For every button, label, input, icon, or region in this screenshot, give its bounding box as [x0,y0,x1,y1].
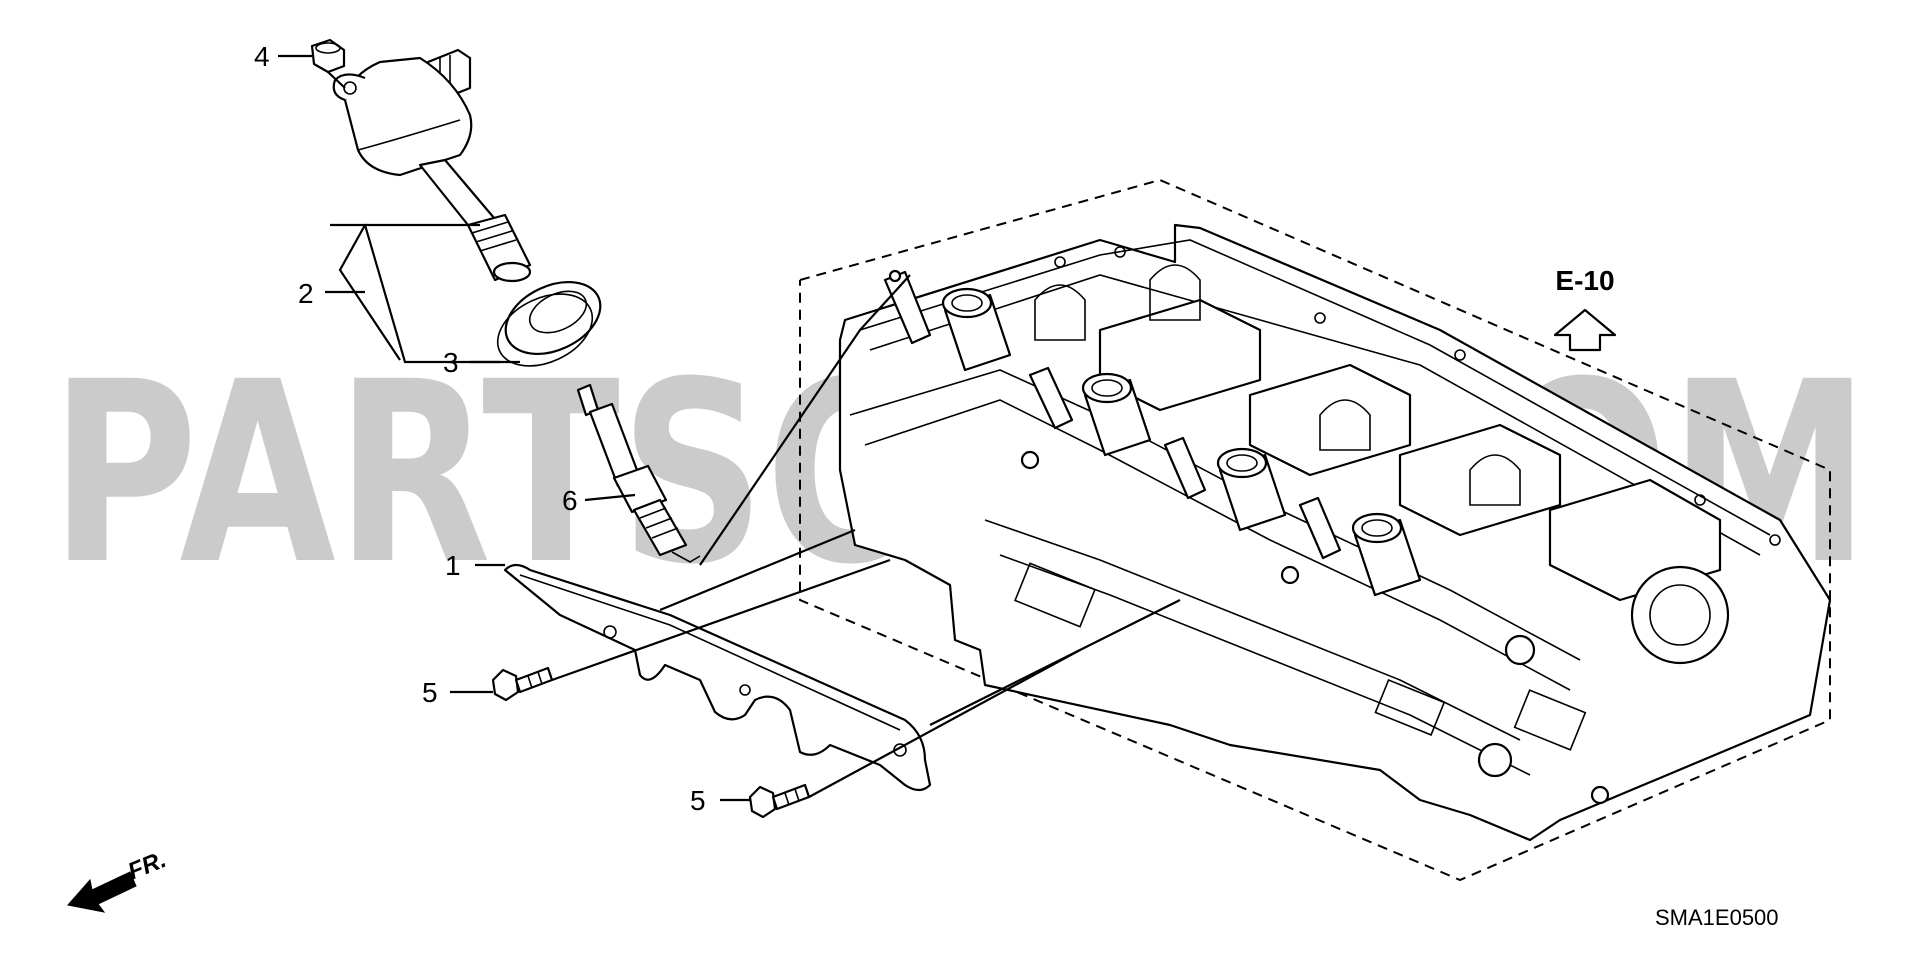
front-label: FR. [124,846,170,886]
front-indicator: FR. [67,846,170,913]
diagram-code: SMA1E0500 [1655,905,1779,930]
injector-3 [1163,436,1207,500]
plug-tube-2 [1081,372,1152,457]
reference-e10[interactable]: E-10 [1553,265,1617,352]
plug-tube-3 [1216,447,1287,532]
front-arrow-icon [67,871,137,913]
callout-3: 3 [443,347,459,378]
callout-1: 1 [445,550,461,581]
injector-2 [1028,366,1074,430]
nut-part-4 [310,38,346,74]
callout-6: 6 [562,485,578,516]
gasket-part-1 [503,563,932,792]
leader-lines [278,54,1181,802]
spark-plug-part-6 [576,383,701,563]
plug-tube-4 [1351,512,1422,597]
callout-labels: 4 2 3 6 1 5 5 [254,41,706,816]
cylinder-head [838,223,1832,842]
seal-part-3 [496,281,602,367]
callout-5-upper: 5 [422,677,438,708]
bolt-part-5-upper [491,666,554,702]
callout-4: 4 [254,41,270,72]
assembly-boundary [799,178,1831,882]
callout-5-lower: 5 [690,785,706,816]
plug-tube-1 [941,287,1012,372]
callout-2: 2 [298,278,314,309]
bolt-part-5-lower [748,783,811,819]
ignition-coil-part-2 [332,48,532,283]
injector-4 [1298,496,1342,560]
reference-label[interactable]: E-10 [1555,265,1614,296]
up-arrow-icon [1553,308,1617,352]
